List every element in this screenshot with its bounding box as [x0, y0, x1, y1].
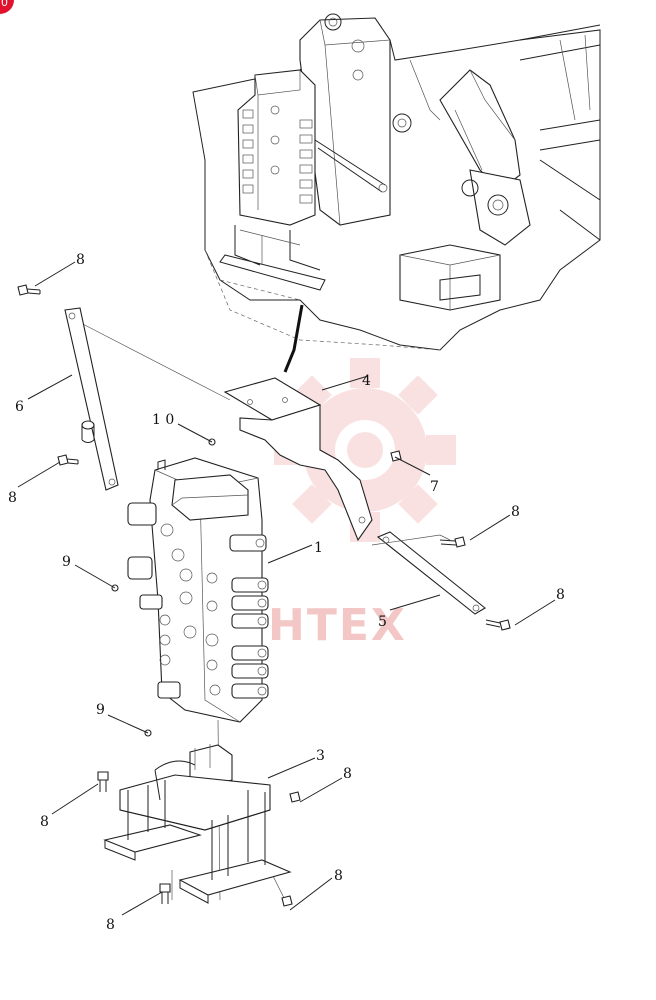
callout-8: 8: [76, 252, 85, 268]
callout-5: 5: [378, 614, 387, 630]
bolt-part-8: [17, 284, 41, 296]
bolt-part-8: [281, 895, 293, 907]
callout-8: 8: [511, 504, 520, 520]
callout-8: 8: [343, 766, 352, 782]
stand-part-3: [103, 744, 292, 904]
leader-arrow: [283, 304, 304, 373]
bolt-part-8: [97, 771, 109, 792]
callout-7: 7: [430, 479, 439, 495]
bracket-part-6: [64, 307, 119, 491]
installed-valve-bank: [219, 69, 388, 291]
callout-8: 8: [106, 917, 115, 933]
callout-4: 4: [362, 373, 371, 389]
callout-9: 9: [96, 702, 105, 718]
leader-lines: [17, 261, 556, 916]
callout-9: 9: [62, 554, 71, 570]
bolt-part-8: [159, 883, 171, 904]
machine-frame: [192, 13, 601, 373]
callout-6: 6: [15, 399, 24, 415]
callout-8: 8: [40, 814, 49, 830]
bolt-part-8: [485, 619, 511, 631]
callout-1: 1: [314, 540, 323, 556]
corner-badge-text: 0: [1, 0, 8, 9]
callout-8: 8: [556, 587, 565, 603]
bracket-part-5: [371, 531, 486, 615]
callout-8: 8: [8, 490, 17, 506]
bracket-part-4: [223, 377, 373, 542]
bolt-part-8: [439, 536, 466, 548]
bolt-part-8: [57, 454, 79, 466]
callout-3: 3: [316, 748, 325, 764]
watermark-text: HTEX: [268, 600, 407, 651]
callout-8: 8: [334, 868, 343, 884]
bolt-part-8: [289, 791, 301, 803]
control-valve-part-1: [127, 457, 269, 723]
callout-labels: 8 6 8 4 1 0 7 1 8 9 5 8 9 3 8 8 8 8: [8, 252, 565, 933]
callout-10: 1 0: [152, 412, 174, 428]
